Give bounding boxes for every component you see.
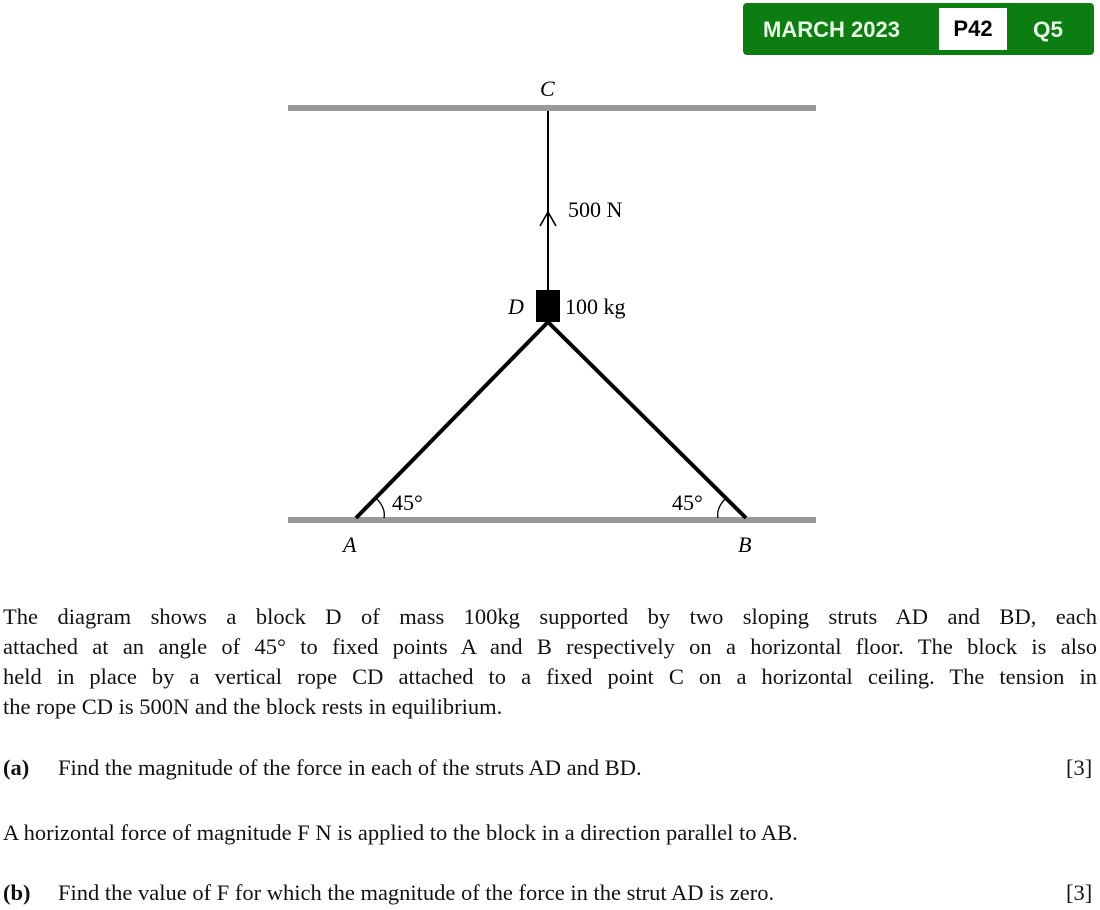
stem-line: the rope CD is 500N and the block rests … xyxy=(3,694,503,719)
label-angle-a: 45° xyxy=(392,490,423,515)
arrow-icon xyxy=(539,210,557,227)
part-b-marks: [3] xyxy=(1066,880,1093,905)
diagram: C 500 N D 100 kg 45° 45° A B xyxy=(288,76,816,557)
part-a-label: (a) xyxy=(3,755,30,780)
part-a-marks: [3] xyxy=(1066,755,1093,780)
label-angle-b: 45° xyxy=(672,490,703,515)
label-d: D xyxy=(507,294,524,319)
question-stem: The diagram shows a block D of mass 100k… xyxy=(3,602,1097,722)
label-b: B xyxy=(738,532,751,557)
stem-line: The diagram shows a block D of mass 100k… xyxy=(3,604,1097,629)
angle-arc-a xyxy=(375,497,385,519)
stem-line: attached at an angle of 45° to fixed poi… xyxy=(3,634,1097,659)
part-b-text: Find the value of F for which the magnit… xyxy=(58,880,775,905)
part-b-label: (b) xyxy=(3,880,31,905)
badge-session: MARCH 2023 xyxy=(763,17,900,42)
label-mass: 100 kg xyxy=(565,294,626,319)
part-a-text: Find the magnitude of the force in each … xyxy=(58,755,642,780)
angle-arc-b xyxy=(717,497,727,519)
label-c: C xyxy=(540,76,555,101)
exam-badge: MARCH 2023 P42 Q5 xyxy=(743,3,1094,55)
block-d xyxy=(536,290,560,322)
label-tension: 500 N xyxy=(568,197,623,222)
ceiling xyxy=(288,105,816,111)
badge-paper: P42 xyxy=(939,8,1007,50)
part-b-intro: A horizontal force of magnitude F N is a… xyxy=(3,820,798,845)
strut-bd xyxy=(546,320,748,520)
floor xyxy=(288,517,816,523)
stem-line: held in place by a vertical rope CD atta… xyxy=(3,664,1097,689)
label-a: A xyxy=(341,532,357,557)
badge-question: Q5 xyxy=(1033,17,1064,42)
strut-ad xyxy=(354,320,550,520)
